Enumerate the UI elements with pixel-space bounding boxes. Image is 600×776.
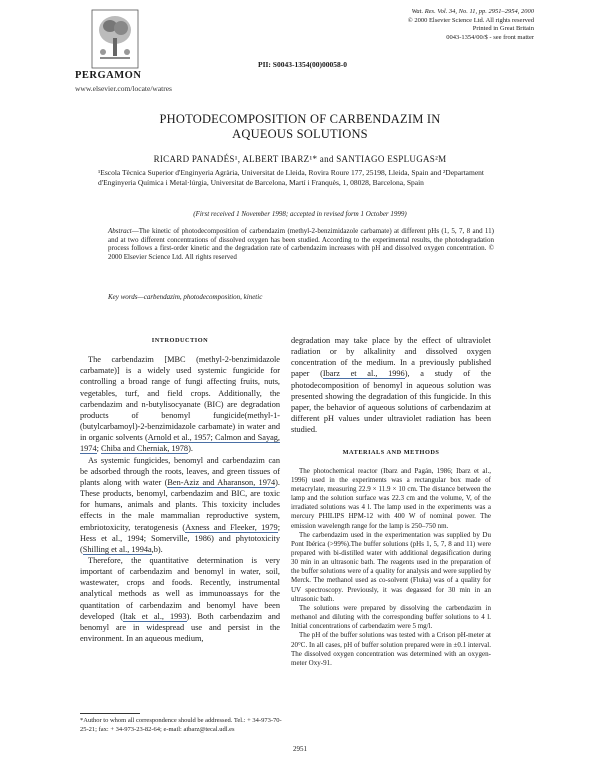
journal-line-2: © 2000 Elsevier Science Ltd. All rights … [407, 16, 534, 24]
left-column: INTRODUCTION The carbendazim [MBC (methy… [80, 335, 280, 644]
abstract: Abstract—The kinetic of photodecompositi… [108, 227, 494, 262]
text: ). Both carbendazim and benomyl are in w… [80, 611, 281, 644]
citation-link[interactable]: Ben-Aziz and Aharanson, 1974 [167, 477, 276, 488]
citation-link[interactable]: Chiba and Cherniak, 1978 [100, 444, 189, 455]
citation-link[interactable]: Itak et al., 1993 [122, 611, 187, 622]
intro-paragraph-3: Therefore, the quantitative determinatio… [80, 555, 280, 644]
journal-url[interactable]: www.elsevier.com/locate/watres [75, 84, 172, 93]
authors: RICARD PANADÉS¹, ALBERT IBARZ¹* and SANT… [153, 154, 447, 164]
text: Therefore, the quantitative determinatio… [80, 555, 280, 621]
methods-heading: MATERIALS AND METHODS [342, 449, 440, 457]
intro-paragraph-4: degradation may take place by the effect… [291, 335, 491, 435]
citation-link[interactable]: Shilling et al., 1994a [82, 544, 152, 555]
abstract-text: —The kinetic of photodecomposition of ca… [108, 227, 494, 262]
methods-paragraph-4: The pH of the buffer solutions was teste… [291, 631, 491, 667]
journal-line-4: 0043-1354/00/$ - see front matter [344, 34, 534, 43]
citation-link[interactable]: Ibarz et al., 1996 [322, 369, 405, 380]
text: ). [188, 444, 193, 454]
methods-paragraph-3: The solutions were prepared by dissolvin… [291, 603, 491, 631]
page-number: 2951 [293, 745, 307, 753]
footnote-divider [80, 713, 140, 714]
issn: 0043-1354/00/$ - [446, 33, 492, 41]
text: ). These products, benomyl, carbendazim … [80, 477, 280, 532]
text: ,b). [151, 544, 163, 554]
citation-link[interactable]: Axness and Fleeker, 1979 [185, 522, 278, 533]
methods-paragraph-1: The photochemical reactor (Ibarz and Pag… [291, 466, 491, 530]
text: The carbendazim [MBC (methyl-2-benzimida… [80, 355, 280, 443]
citation-link[interactable]: Arnold et al., 1957; Calmon and Sayag, 1… [80, 433, 280, 455]
journal-line-1: Wat. Res. Vol. 34, No. 11, pp. 2951–2954… [411, 8, 534, 15]
intro-heading: INTRODUCTION [151, 337, 209, 344]
publisher-name: PERGAMON [75, 70, 142, 81]
methods-body: The photochemical reactor (Ibarz and Pag… [291, 467, 491, 668]
abstract-label: Abstract [108, 227, 132, 235]
journal-line-3: Printed in Great Britain [472, 25, 534, 33]
right-column: degradation may take place by the effect… [291, 335, 491, 668]
keywords: Key words—carbendazim, photodecompositio… [108, 293, 263, 301]
text: ; [96, 444, 101, 454]
methods-paragraph-2: The carbendazim used in the experimentat… [291, 530, 491, 603]
intro-paragraph-1: The carbendazim [MBC (methyl-2-benzimida… [80, 354, 280, 455]
received-dates: (First received 1 November 1998; accepte… [193, 210, 407, 218]
text: ), a study of the photodecomposition of … [291, 369, 492, 435]
text: degradation may take place by the effect… [291, 336, 491, 379]
intro-paragraph-2: As systemic fungicides, benomyl and carb… [80, 455, 280, 555]
journal-citation: Wat. Res. Vol. 34, No. 11, pp. 2951–2954… [344, 8, 534, 42]
title-line-2: AQUEOUS SOLUTIONS [232, 127, 368, 141]
pii-code: PII: S0043-1354(00)00058-0 [258, 60, 347, 69]
affiliations: ¹Escola Tècnica Superior d'Enginyeria Ag… [98, 168, 485, 187]
title-line-1: PHOTODECOMPOSITION OF CARBENDAZIM IN [159, 112, 441, 126]
text: As systemic fungicides, benomyl and carb… [80, 455, 280, 487]
paper-title: PHOTODECOMPOSITION OF CARBENDAZIM IN AQU… [60, 112, 540, 142]
text: ; Hess et al., 1994; Somerville, 1986) a… [80, 522, 280, 554]
elsevier-tree-logo-icon [91, 9, 139, 69]
front-matter: see front matter [493, 33, 534, 41]
correspondence-footnote: *Author to whom all correspondence shoul… [80, 717, 282, 733]
